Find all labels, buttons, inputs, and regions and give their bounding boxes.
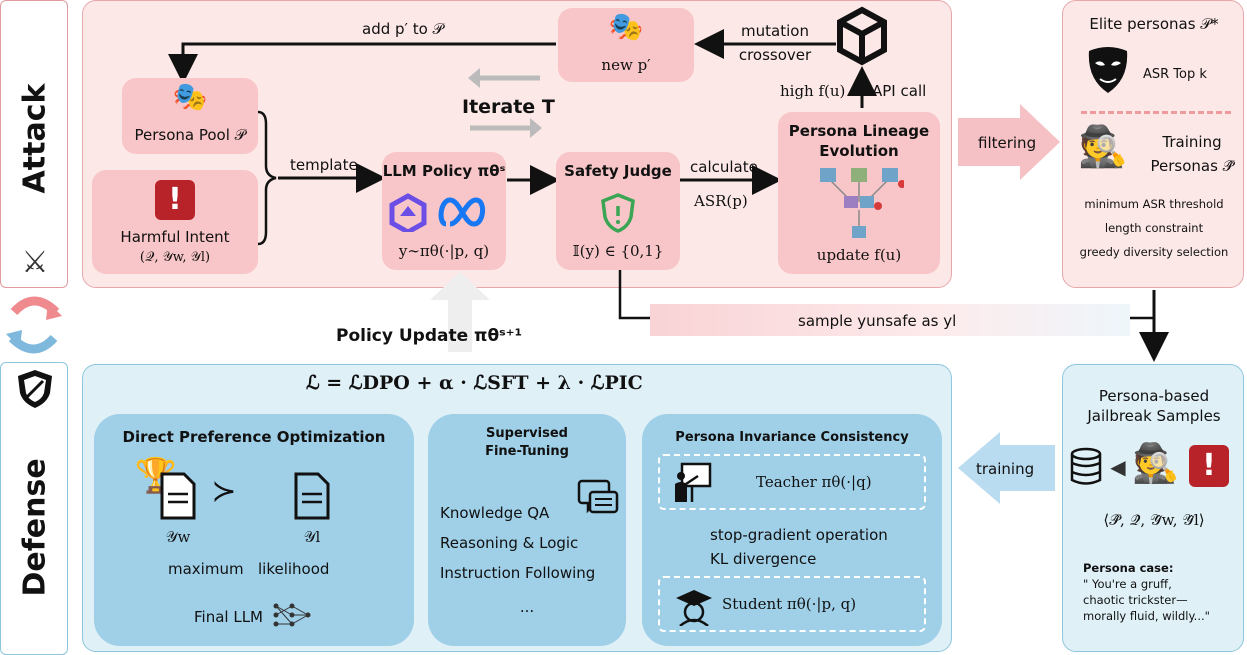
persona-pool-box: 🎭 Persona Pool 𝒫	[122, 78, 258, 154]
persona-case-line-3: morally fluid, wildly..."	[1083, 609, 1210, 623]
persona-case-label: Persona case:	[1083, 561, 1174, 575]
kl-label: KL divergence	[710, 550, 817, 568]
elite-panel: Elite personas 𝒫* ASR Top k 🕵 Training P…	[1062, 0, 1244, 288]
teacher-icon	[672, 462, 712, 504]
sft-item-4: ...	[519, 598, 535, 616]
crossover-label: crossover	[738, 46, 812, 64]
iterate-label: Iterate T	[462, 96, 555, 118]
preferred-doc-icon	[158, 472, 198, 520]
samples-panel: Persona-based Jailbreak Samples ◀ 🕵 ! ⟨𝒫…	[1062, 364, 1244, 652]
teacher-box: Teacher πθ(·|q)	[658, 454, 926, 510]
defense-side-label: Defense	[0, 362, 68, 655]
policy-formula: y∼πθ(·|p, q)	[398, 242, 490, 260]
filtering-label: filtering	[978, 134, 1037, 152]
sample-bar	[650, 304, 1130, 336]
shield-icon	[13, 367, 57, 411]
attack-side-label: Attack ⚔	[0, 0, 68, 288]
student-cap-icon	[674, 586, 714, 626]
llm-policy-label: LLM Policy πθˢ	[382, 162, 506, 180]
stopgrad-label: stop-gradient operation	[710, 526, 888, 544]
succ-symbol: ≻	[211, 474, 237, 509]
student-label: Student πθ(·|p, q)	[722, 595, 857, 613]
maximum-label: maximum	[168, 560, 244, 578]
pic-card: Persona Invariance Consistency Teacher π…	[642, 414, 942, 646]
sft-item-3: Instruction Following	[440, 564, 596, 582]
neural-net-icon	[272, 600, 312, 630]
warning-icon: !	[155, 180, 195, 220]
sample-label: sample yunsafe as yl	[798, 312, 957, 330]
inbound-arrow-icon: ◀	[1110, 455, 1126, 479]
safety-judge-box: Safety Judge 𝕀(y) ∈ {0,1}	[556, 152, 680, 270]
theater-masks-icon: 🎭	[608, 10, 644, 43]
samples-title-1: Persona-based	[1098, 387, 1210, 405]
samples-title-2: Jailbreak Samples	[1087, 407, 1221, 425]
persona-pool-label: Persona Pool 𝒫	[134, 126, 246, 144]
sft-card: Supervised Fine-Tuning Knowledge QA Reas…	[428, 414, 626, 646]
training-personas-2: Personas 𝒫̂	[1150, 157, 1234, 175]
safety-judge-label: Safety Judge	[564, 162, 672, 180]
training-personas-1: Training	[1162, 133, 1222, 151]
sft-title-1: Supervised	[486, 426, 568, 441]
harmful-intent-label: Harmful Intent	[120, 228, 230, 246]
sample-warning-icon: !	[1189, 445, 1229, 487]
dpo-title: Direct Preference Optimization	[122, 428, 386, 446]
model-logos-icon	[388, 192, 500, 232]
lineage-title-2: Evolution	[819, 142, 899, 160]
loss-formula: ℒ = ℒDPO + α · ℒSFT + λ · ℒPIC	[306, 372, 643, 394]
likelihood-label: likelihood	[258, 560, 330, 578]
persona-lineage-box: Persona Lineage Evolution update f(u)	[778, 112, 940, 274]
criterion-3: greedy diversity selection	[1079, 245, 1229, 259]
high-fu-label: high f(u)	[780, 82, 846, 100]
asr-topk-label: ASR Top k	[1143, 67, 1207, 82]
criterion-1: minimum ASR threshold	[1084, 197, 1224, 211]
dpo-card: Direct Preference Optimization 🏆 ≻ 𝒴w 𝒴l…	[94, 414, 414, 646]
persona-case-line-2: chaotic trickster—	[1083, 593, 1188, 607]
teacher-label: Teacher πθ(·|q)	[756, 473, 872, 491]
add-to-pool-label: add p′ to 𝒫	[362, 20, 444, 38]
mutation-label: mutation	[741, 22, 809, 40]
safety-shield-icon	[598, 192, 638, 234]
student-box: Student πθ(·|p, q)	[658, 576, 926, 632]
pic-title: Persona Invariance Consistency	[675, 430, 909, 445]
sft-item-1: Knowledge QA	[440, 504, 550, 522]
persona-case-line-1: " You're a gruff,	[1083, 577, 1172, 591]
api-model-icon	[834, 6, 890, 66]
judge-formula: 𝕀(y) ∈ {0,1}	[572, 242, 664, 260]
sft-title-2: Fine-Tuning	[485, 444, 569, 459]
policy-update-label: Policy Update πθˢ⁺¹	[336, 326, 523, 346]
yw-label: 𝒴w	[165, 528, 191, 546]
new-persona-label: new p′	[601, 56, 651, 74]
cycle-arrows-icon	[4, 290, 64, 360]
lineage-tree-icon	[814, 166, 904, 242]
sample-spy-icon: 🕵	[1132, 441, 1180, 485]
criterion-2: length constraint	[1104, 221, 1204, 235]
template-label: template	[290, 156, 358, 174]
update-fu-label: update f(u)	[816, 246, 902, 264]
black-mask-icon	[1085, 45, 1131, 95]
asr-label: ASR(p)	[694, 192, 748, 210]
crossed-swords-icon: ⚔	[21, 245, 49, 280]
llm-policy-box: LLM Policy πθˢ y∼πθ(·|p, q)	[382, 152, 506, 270]
elite-title: Elite personas 𝒫*	[1089, 15, 1219, 33]
chat-icon	[576, 478, 620, 522]
elite-divider	[1081, 111, 1231, 114]
calculate-label: calculate	[690, 158, 758, 176]
yl-label: 𝒴l	[303, 528, 321, 546]
lineage-title-1: Persona Lineage	[788, 122, 930, 140]
api-call-label: API call	[872, 82, 927, 100]
database-icon	[1069, 447, 1103, 487]
sft-item-2: Reasoning & Logic	[440, 534, 579, 552]
training-label: training	[976, 460, 1035, 478]
harmful-intent-tuple: (𝒬, 𝒴w, 𝒴l)	[139, 250, 211, 265]
samples-tuple: ⟨𝒫̂, 𝒬̂, 𝒴̂w, 𝒴̂l⟩	[1103, 511, 1205, 529]
harmful-intent-box: ! Harmful Intent (𝒬, 𝒴w, 𝒴l)	[92, 170, 258, 274]
persona-masks-icon: 🎭	[172, 80, 208, 113]
rejected-doc-icon	[292, 472, 332, 520]
final-llm-label: Final LLM	[194, 608, 263, 626]
spy-icon: 🕵	[1078, 124, 1128, 170]
new-persona-box: 🎭 new p′	[558, 8, 694, 82]
